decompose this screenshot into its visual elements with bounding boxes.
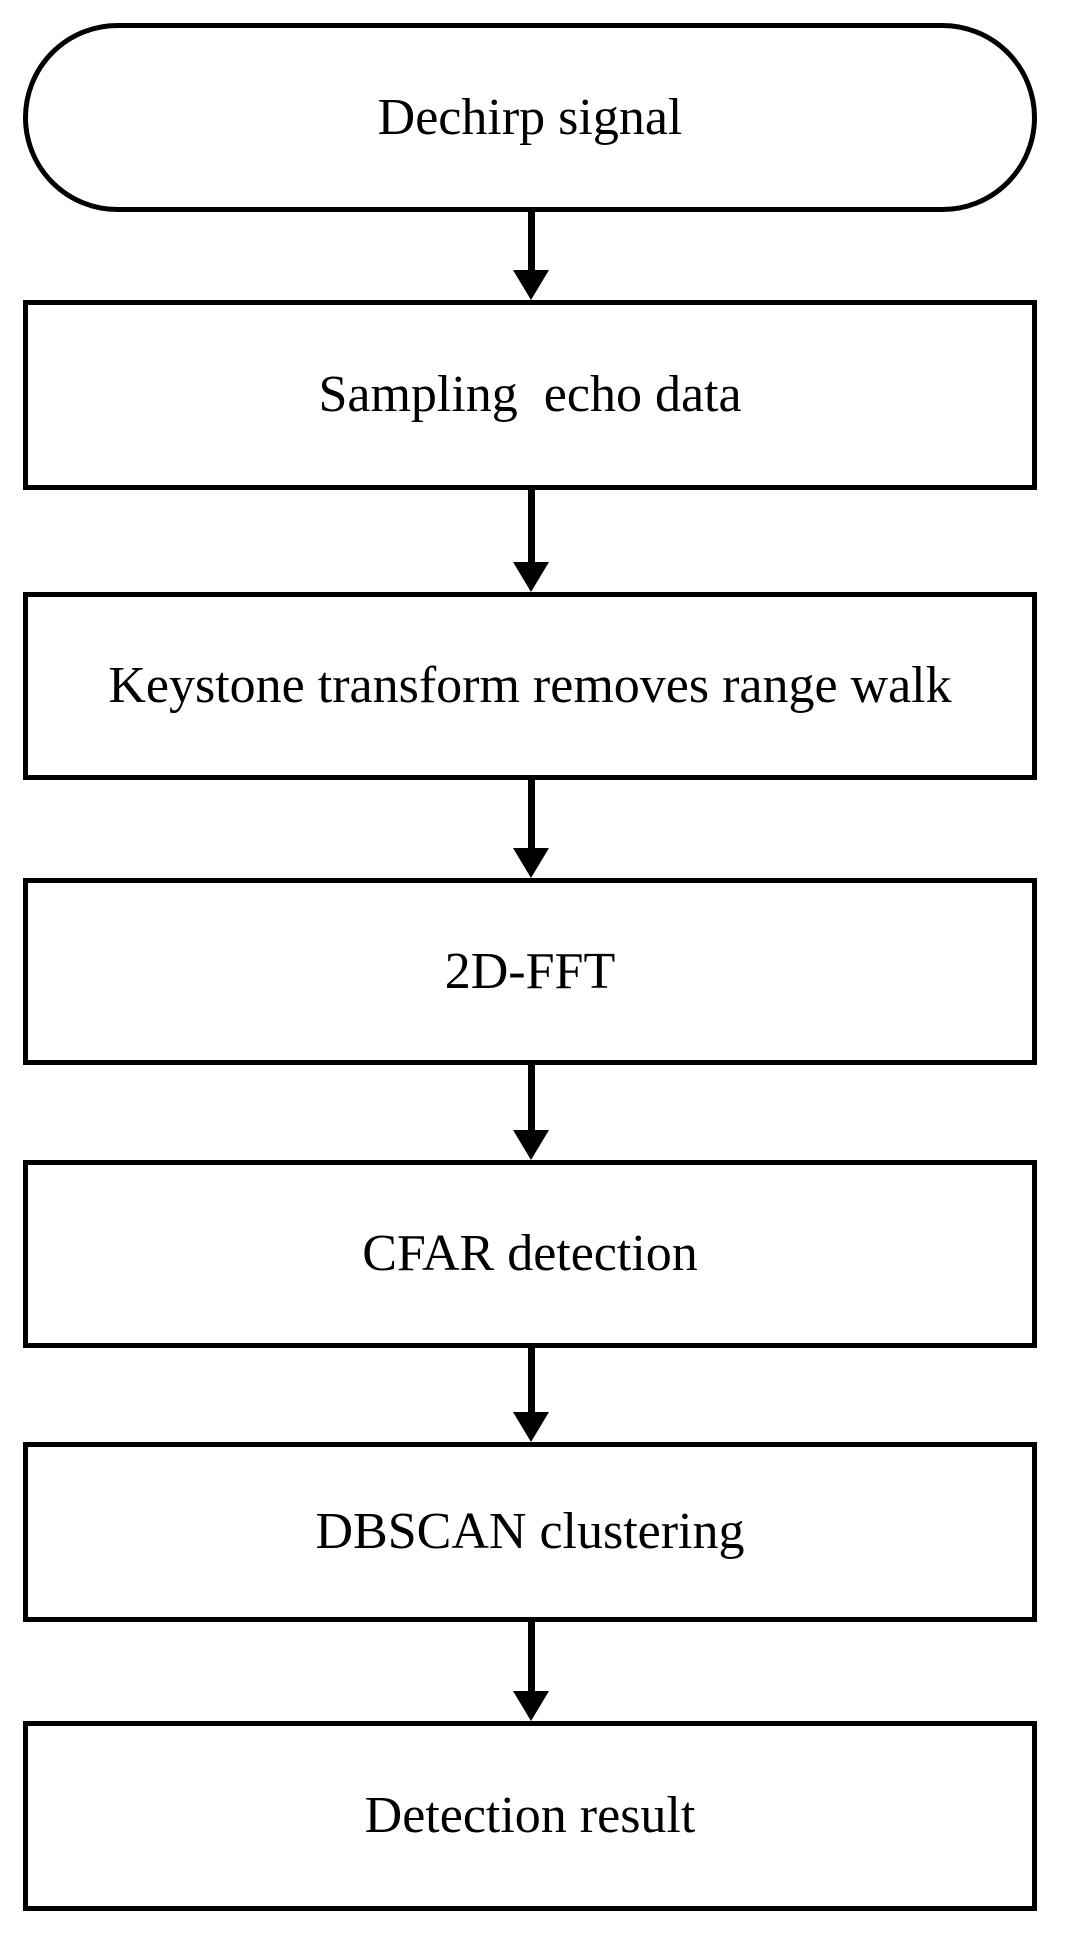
flow-node-detection-result: Detection result (23, 1721, 1037, 1911)
arrow-down-icon (513, 1412, 549, 1442)
arrow-down-icon (513, 1691, 549, 1721)
node-label: Sampling echo data (318, 366, 742, 424)
flow-node-cfar-detection: CFAR detection (23, 1160, 1037, 1348)
node-label: Detection result (364, 1787, 696, 1845)
flow-node-sampling-echo-data: Sampling echo data (23, 300, 1037, 490)
arrow-down-icon (513, 1130, 549, 1160)
arrow-down-icon (513, 848, 549, 878)
node-label: DBSCAN clustering (315, 1503, 745, 1561)
arrow-line (527, 780, 535, 848)
flow-arrow (513, 212, 549, 300)
arrow-line (527, 1348, 535, 1412)
node-label: Keystone transform removes range walk (108, 657, 952, 715)
flow-arrow (513, 1065, 549, 1160)
arrow-line (527, 212, 535, 270)
node-label: Dechirp signal (377, 88, 683, 146)
flow-arrow (513, 1348, 549, 1442)
flow-node-2d-fft: 2D-FFT (23, 878, 1037, 1065)
arrow-line (527, 1065, 535, 1130)
flow-node-dechirp-signal: Dechirp signal (23, 23, 1037, 212)
arrow-down-icon (513, 562, 549, 592)
flow-arrow (513, 490, 549, 592)
flow-node-keystone-transform: Keystone transform removes range walk (23, 592, 1037, 780)
arrow-line (527, 1622, 535, 1691)
flow-arrow (513, 1622, 549, 1721)
arrow-down-icon (513, 270, 549, 300)
node-label: 2D-FFT (444, 942, 616, 1000)
flow-node-dbscan-clustering: DBSCAN clustering (23, 1442, 1037, 1622)
node-label: CFAR detection (362, 1225, 698, 1283)
flow-arrow (513, 780, 549, 878)
arrow-line (527, 490, 535, 562)
